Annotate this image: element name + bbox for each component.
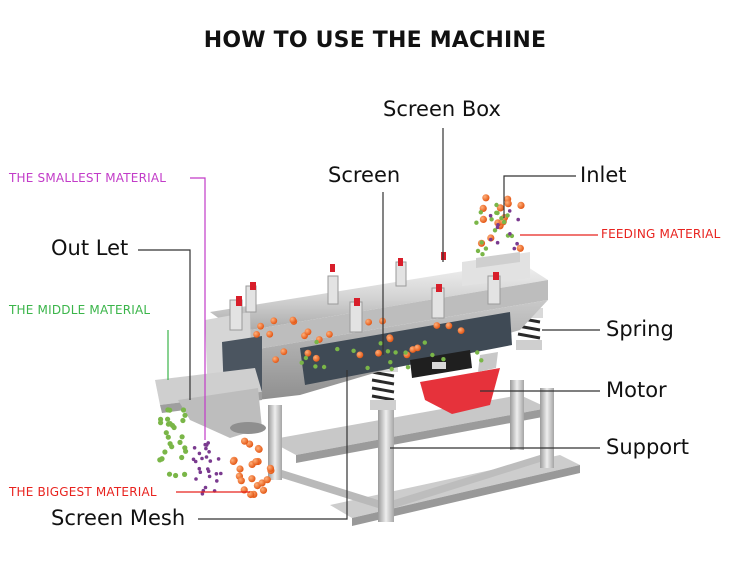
screen-particles-orange — [253, 316, 465, 363]
biggest-output — [229, 437, 275, 499]
label-screen-mesh: Screen Mesh — [51, 506, 186, 530]
motor — [410, 350, 500, 414]
outlet-tray — [155, 368, 266, 438]
label-out-let: Out Let — [51, 236, 129, 260]
label-screen-box: Screen Box — [383, 97, 501, 121]
label-feeding-material: FEEDING MATERIAL — [601, 227, 721, 241]
label-support: Support — [606, 435, 690, 459]
material-particles — [157, 194, 525, 499]
page-title: HOW TO USE THE MACHINE — [203, 28, 547, 53]
label-screen: Screen — [328, 163, 401, 187]
label-motor: Motor — [606, 378, 667, 402]
label-smallest-material: THE SMALLEST MATERIAL — [9, 171, 167, 185]
smallest-output — [191, 441, 223, 496]
leader-lines — [138, 128, 600, 520]
label-biggest-material: THE BIGGEST MATERIAL — [9, 485, 157, 499]
screen-box — [205, 252, 548, 402]
screen-particles-green — [299, 339, 484, 372]
leader-outlet — [138, 249, 191, 400]
label-spring: Spring — [606, 317, 674, 341]
label-inlet: Inlet — [580, 163, 627, 187]
support-frame — [268, 380, 580, 526]
leader-screen-mesh — [198, 370, 348, 520]
leader-smallest — [190, 177, 206, 440]
label-middle-material: THE MIDDLE MATERIAL — [9, 303, 151, 317]
middle-output — [157, 407, 189, 479]
leader-inlet — [503, 175, 576, 218]
feeding-particles-purple — [488, 209, 520, 251]
feeding-particles-green — [474, 202, 515, 257]
clamps — [229, 261, 501, 333]
